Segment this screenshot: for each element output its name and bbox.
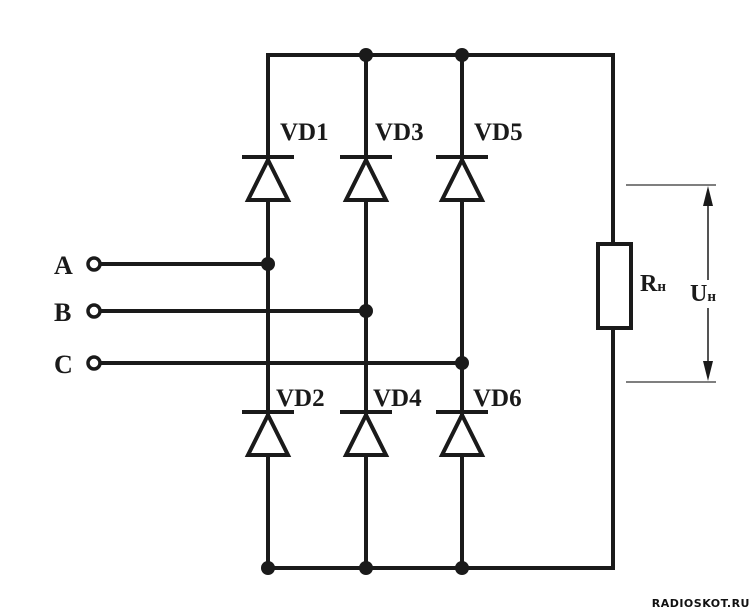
voltage-measurement <box>626 184 716 383</box>
input-label-b: B <box>54 298 71 327</box>
diode-vd5 <box>436 155 488 202</box>
voltage-arrowhead-up <box>703 186 713 206</box>
input-label-a: A <box>54 251 73 280</box>
diode-vd6 <box>436 410 488 457</box>
junction-top-2 <box>359 48 373 62</box>
terminal-a <box>86 256 102 272</box>
diodes <box>242 155 488 457</box>
resistor-label: Rн <box>640 271 666 297</box>
diode-vd3 <box>340 155 392 202</box>
junction-c <box>455 356 469 370</box>
junction-bottom-1 <box>261 561 275 575</box>
load-resistor <box>596 242 633 330</box>
junction-bottom-2 <box>359 561 373 575</box>
junction-dots <box>261 48 469 575</box>
diode-vd4 <box>340 410 392 457</box>
junction-top-3 <box>455 48 469 62</box>
input-label-c: C <box>54 350 73 379</box>
voltage-label: Uн <box>690 281 716 307</box>
diode-label-vd2: VD2 <box>276 385 325 412</box>
diode-vd2 <box>242 410 294 457</box>
junction-bottom-3 <box>455 561 469 575</box>
junction-a <box>261 257 275 271</box>
watermark-text: RADIOSKOT.RU <box>652 597 750 610</box>
terminal-c <box>86 355 102 371</box>
diode-label-vd6: VD6 <box>473 385 522 412</box>
terminal-b <box>86 303 102 319</box>
diode-label-vd3: VD3 <box>375 119 424 146</box>
diode-label-vd5: VD5 <box>474 119 523 146</box>
junction-b <box>359 304 373 318</box>
voltage-arrowhead-down <box>703 361 713 381</box>
diode-label-vd1: VD1 <box>280 119 329 146</box>
diode-label-vd4: VD4 <box>373 385 422 412</box>
diode-vd1 <box>242 155 294 202</box>
input-terminals <box>86 256 102 371</box>
